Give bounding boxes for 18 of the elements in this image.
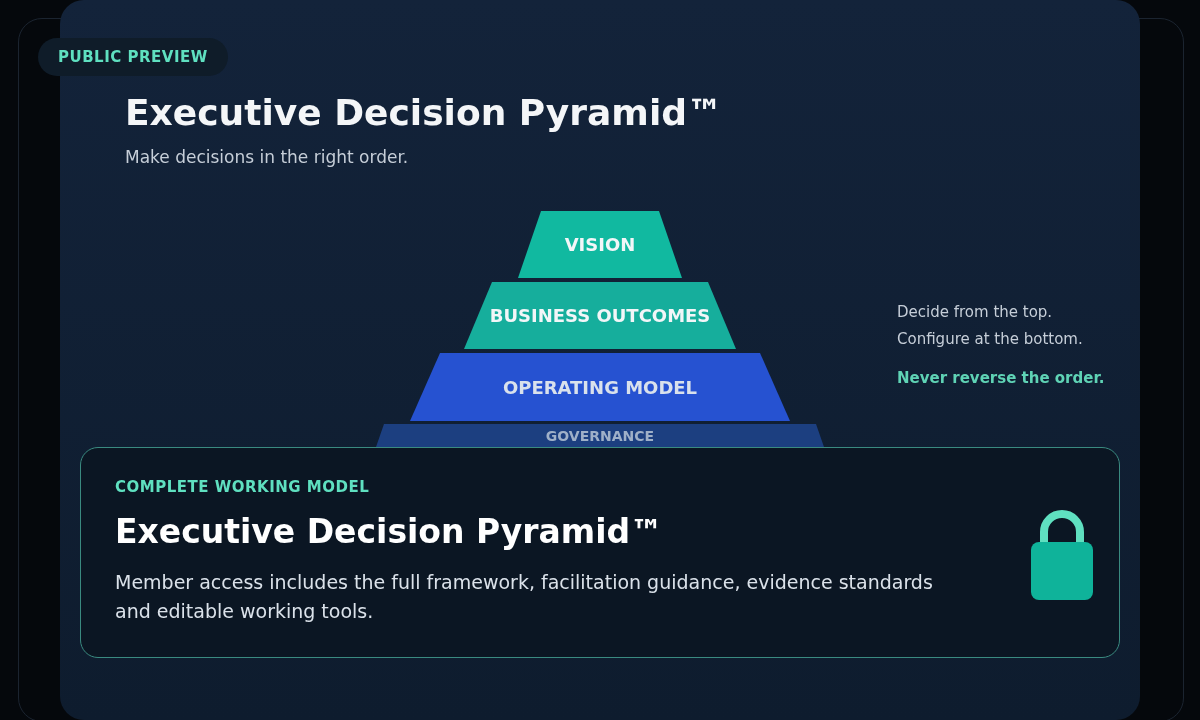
page-title: Executive Decision Pyramid™	[125, 92, 723, 133]
locked-content-card	[80, 447, 1120, 658]
pyramid-tier	[464, 282, 736, 349]
card-eyebrow: COMPLETE WORKING MODEL	[115, 478, 370, 496]
card-title: Executive Decision Pyramid™	[115, 512, 664, 551]
tier-label: GOVERNANCE	[545, 427, 655, 444]
pyramid-tier	[518, 211, 682, 278]
pyramid-tier	[410, 353, 790, 421]
card-description: Member access includes the full framework, facilitation guidance, evidence standards and editable working tools.	[115, 570, 934, 624]
tier-label: BUSINESS OUTCOMES	[489, 305, 711, 326]
tier-label: VISION	[564, 234, 636, 255]
subtitle: Make decisions in the right order.	[125, 147, 409, 167]
preview-badge: PUBLIC PREVIEW	[38, 38, 228, 76]
side-note-emphasis: Never reverse the order.	[897, 369, 1105, 387]
pyramid-tier	[376, 424, 824, 447]
tier-label: OPERATING MODEL	[502, 376, 698, 398]
side-note: Configure at the bottom.	[897, 330, 1083, 348]
side-note: Decide from the top.	[897, 303, 1053, 321]
